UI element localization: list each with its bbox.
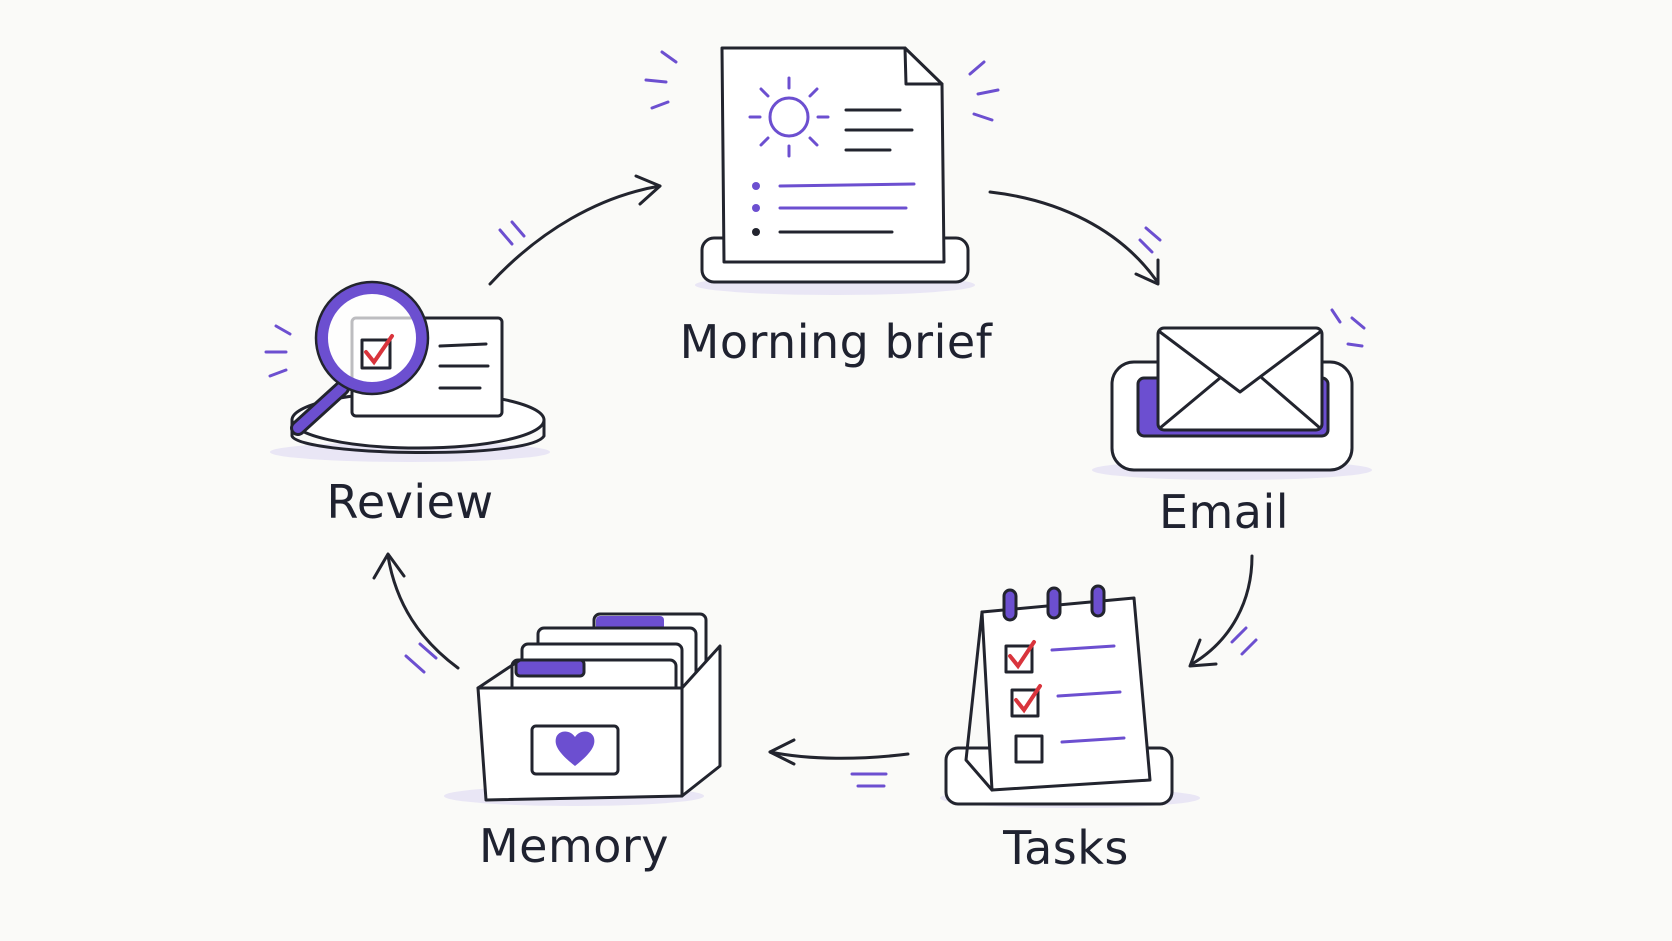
magnifier-check-icon [264,280,550,462]
edge-review-to-morning-brief [488,174,662,286]
node-label-tasks: Tasks [1002,821,1129,875]
sun-icon [748,76,830,158]
node-email: Email [1092,308,1372,539]
edge-memory-to-review [372,552,460,674]
document-sun-icon [644,46,1000,295]
node-tasks: Tasks [940,584,1200,875]
node-review: Review [264,280,550,529]
edge-tasks-to-memory [768,738,910,788]
node-label-review: Review [326,475,493,529]
card-box-heart-icon [444,612,722,806]
checklist-calendar-icon [940,584,1200,808]
node-morning-brief: Morning brief [644,46,1000,369]
envelope-tray-icon [1092,308,1372,480]
node-label-email: Email [1159,485,1289,539]
edge-email-to-tasks [1188,554,1258,668]
node-label-morning-brief: Morning brief [680,315,994,369]
node-memory: Memory [444,612,722,873]
node-label-memory: Memory [479,819,669,873]
edge-morning-brief-to-email [988,190,1162,286]
